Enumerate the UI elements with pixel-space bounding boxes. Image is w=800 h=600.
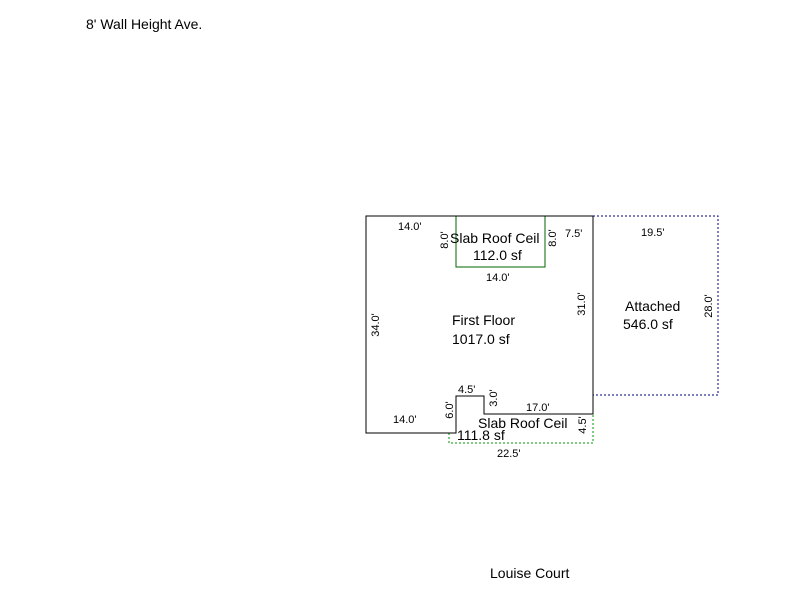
- dim-slab-top-width: 14.0': [486, 272, 510, 284]
- dim-slab-top-right-depth: 8.0': [547, 229, 559, 246]
- slab-top-size: 112.0 sf: [473, 247, 522, 263]
- slab-bottom-size: 111.8 sf: [457, 427, 505, 443]
- dim-left-height: 34.0': [370, 313, 382, 337]
- dim-bottom-left-depth: 6.0': [444, 401, 456, 418]
- slab-top-outline-solid: [455, 216, 546, 268]
- attached-name: Attached: [625, 298, 680, 314]
- dim-slab-top-left-depth: 8.0': [439, 231, 451, 248]
- dim-bottom-left-width: 14.0': [393, 414, 417, 426]
- dim-right-height: 31.0': [576, 292, 588, 316]
- attached-size: 546.0 sf: [623, 316, 673, 332]
- dim-slab-bottom-width: 22.5': [497, 448, 521, 460]
- dim-bottom-right-width: 17.0': [526, 402, 550, 414]
- first-floor-name: First Floor: [452, 312, 515, 328]
- wall-height-note: 8' Wall Height Ave.: [86, 16, 202, 32]
- dim-notch-depth: 3.0': [488, 389, 500, 406]
- slab-bottom-name: Slab Roof Ceil: [478, 415, 568, 431]
- slab-bottom-outline-dotted: [448, 414, 594, 444]
- first-floor-outline: [365, 215, 594, 434]
- first-floor-size: 1017.0 sf: [452, 331, 510, 347]
- dim-top-right-width: 7.5': [565, 228, 582, 240]
- slab-top-name: Slab Roof Ceil: [450, 230, 540, 246]
- dim-notch-width: 4.5': [458, 384, 475, 396]
- street-label: Louise Court: [490, 565, 569, 581]
- dim-slab-bottom-depth: 4.5': [577, 416, 589, 433]
- dim-attached-width: 19.5': [641, 227, 665, 239]
- dim-attached-height: 28.0': [703, 294, 715, 318]
- dim-top-left-width: 14.0': [398, 221, 422, 233]
